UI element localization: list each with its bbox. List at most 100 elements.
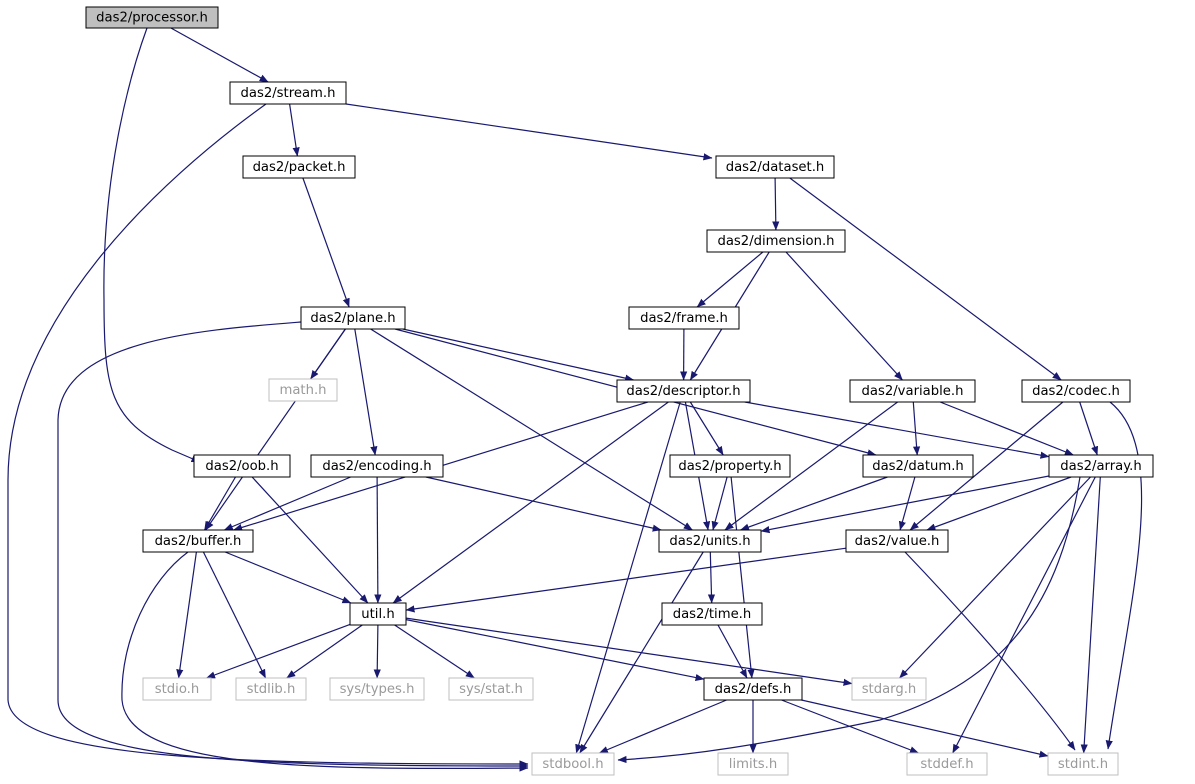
edge-buffer-to-util xyxy=(224,551,352,604)
node-frame[interactable]: das2/frame.h xyxy=(628,306,740,330)
node-util[interactable]: util.h xyxy=(349,602,407,626)
edge-stream-to-dataset xyxy=(345,103,713,161)
edge-codec-to-stdint xyxy=(1105,401,1143,750)
nodes-layer: das2/processor.h das2/stream.h das2/packet… xyxy=(85,6,1154,776)
edges-layer xyxy=(7,27,1143,772)
edge-plane-to-units xyxy=(370,328,693,531)
edge-encoding-to-buffer xyxy=(223,476,351,531)
node-box xyxy=(906,752,988,776)
node-processor[interactable]: das2/processor.h xyxy=(85,6,219,29)
node-box xyxy=(1048,454,1154,478)
edge-plane-to-stdbool xyxy=(57,321,529,770)
edge-dimension-to-frame xyxy=(696,251,764,308)
node-box xyxy=(1047,752,1119,776)
node-label: das2/plane.h xyxy=(310,311,395,326)
node-value[interactable]: das2/value.h xyxy=(845,529,949,553)
node-box xyxy=(142,677,212,701)
node-array[interactable]: das2/array.h xyxy=(1048,454,1154,478)
node-time[interactable]: das2/time.h xyxy=(661,602,763,626)
edge-buffer-to-stdbool xyxy=(121,551,529,772)
node-defs[interactable]: das2/defs.h xyxy=(703,677,803,701)
node-label: das2/dataset.h xyxy=(726,160,825,175)
edge-oob-to-buffer xyxy=(203,476,237,531)
node-label: das2/units.h xyxy=(669,534,750,549)
edge-variable-to-array xyxy=(939,401,1074,456)
node-box xyxy=(142,529,254,553)
node-label: stdint.h xyxy=(1058,757,1108,772)
node-stddef[interactable]: stddef.h xyxy=(906,752,988,776)
node-property[interactable]: das2/property.h xyxy=(669,454,791,478)
edge-util-to-stdarg xyxy=(405,617,853,686)
edge-value-to-util xyxy=(405,547,847,613)
node-packet[interactable]: das2/packet.h xyxy=(242,155,356,179)
edge-array-to-stdarg xyxy=(899,476,1091,679)
node-box xyxy=(658,529,762,553)
node-label: stdio.h xyxy=(155,682,199,697)
edge-processor-to-stream xyxy=(170,27,269,83)
node-units[interactable]: das2/units.h xyxy=(658,529,762,553)
node-encoding[interactable]: das2/encoding.h xyxy=(310,454,444,478)
node-box xyxy=(845,529,949,553)
node-dataset[interactable]: das2/dataset.h xyxy=(715,155,835,179)
node-limits[interactable]: limits.h xyxy=(717,752,789,776)
node-oob[interactable]: das2/oob.h xyxy=(193,454,291,478)
node-buffer[interactable]: das2/buffer.h xyxy=(142,529,254,553)
edge-dataset-to-codec xyxy=(789,177,1062,381)
node-descriptor[interactable]: das2/descriptor.h xyxy=(616,379,751,403)
edge-dimension-to-variable xyxy=(785,251,903,381)
edge-util-to-sysstat xyxy=(394,624,475,679)
edge-util-to-stdio xyxy=(206,623,351,679)
node-sysstat[interactable]: sys/stat.h xyxy=(448,677,534,701)
edge-descriptor-to-stdbool xyxy=(575,401,681,754)
edge-util-to-stdlib xyxy=(286,624,363,679)
edge-datum-to-units xyxy=(740,476,888,531)
edge-defs-to-stdint xyxy=(801,699,1049,758)
node-box xyxy=(448,677,534,701)
edge-units-to-time xyxy=(707,551,716,604)
edge-buffer-to-stdlib xyxy=(202,551,267,679)
node-codec[interactable]: das2/codec.h xyxy=(1021,379,1131,403)
edge-property-to-defs xyxy=(730,476,755,679)
edge-util-to-defs xyxy=(405,619,705,682)
node-label: das2/buffer.h xyxy=(155,534,242,549)
edge-packet-to-plane xyxy=(302,177,350,308)
node-plane[interactable]: das2/plane.h xyxy=(300,306,406,330)
node-variable[interactable]: das2/variable.h xyxy=(849,379,976,403)
node-math[interactable]: math.h xyxy=(268,378,338,402)
node-datum[interactable]: das2/datum.h xyxy=(862,454,974,478)
node-box xyxy=(300,306,406,330)
node-label: stdbool.h xyxy=(542,757,603,772)
edge-variable-to-datum xyxy=(912,401,921,456)
node-box xyxy=(329,677,425,701)
node-stdlib[interactable]: stdlib.h xyxy=(235,677,307,701)
node-box xyxy=(193,454,291,478)
node-systypes[interactable]: sys/types.h xyxy=(329,677,425,701)
node-label: math.h xyxy=(279,383,326,398)
node-box xyxy=(242,155,356,179)
node-stdbool[interactable]: stdbool.h xyxy=(531,752,615,776)
node-box xyxy=(1021,379,1131,403)
node-box xyxy=(235,677,307,701)
edge-defs-to-stdbool xyxy=(598,699,727,754)
node-stdarg[interactable]: stdarg.h xyxy=(851,677,927,701)
edge-array-to-value xyxy=(926,476,1072,531)
node-dimension[interactable]: das2/dimension.h xyxy=(706,229,846,253)
edge-variable-to-units xyxy=(724,401,898,531)
edge-plane-to-descriptor xyxy=(402,328,635,382)
node-box xyxy=(715,155,835,179)
node-stdio[interactable]: stdio.h xyxy=(142,677,212,701)
node-label: util.h xyxy=(361,607,394,622)
node-stdint[interactable]: stdint.h xyxy=(1047,752,1119,776)
node-label: das2/array.h xyxy=(1060,459,1141,474)
node-stream[interactable]: das2/stream.h xyxy=(229,81,347,105)
edge-stream-to-stdbool xyxy=(7,103,529,768)
node-label: das2/frame.h xyxy=(640,311,728,326)
node-label: das2/processor.h xyxy=(96,11,208,26)
node-box xyxy=(349,602,407,626)
node-label: das2/oob.h xyxy=(205,459,278,474)
edge-encoding-to-units xyxy=(425,476,662,532)
node-label: limits.h xyxy=(729,757,777,772)
node-label: das2/codec.h xyxy=(1032,384,1120,399)
edge-value-to-stdint xyxy=(904,551,1076,751)
